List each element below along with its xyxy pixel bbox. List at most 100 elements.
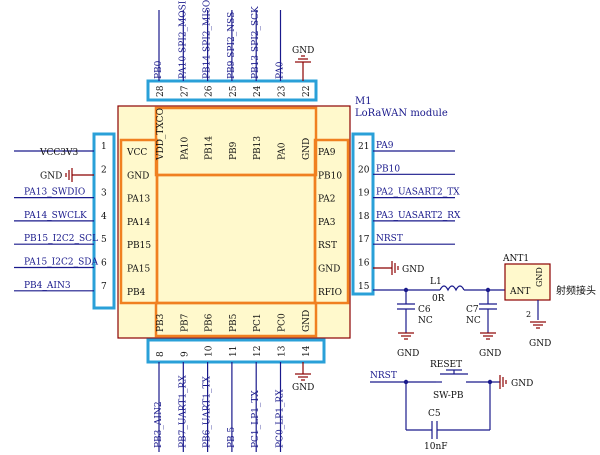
bottom-pin-name: GND xyxy=(302,310,312,332)
left-pin-name: PA13 xyxy=(127,195,150,205)
right-pin-name: RFIO xyxy=(318,288,342,298)
gnd-top-label: GND xyxy=(292,46,314,56)
right-pin-net: PA3_UASART2_RX xyxy=(376,211,461,221)
left-pin-net: PB4_AIN3 xyxy=(24,281,71,291)
ant1-pin2: 2 xyxy=(526,310,531,319)
top-pin-name: PA10 xyxy=(180,137,190,160)
left-pin-name: VCC xyxy=(126,148,147,158)
module-designator: M1 xyxy=(355,96,372,107)
right-pin-net: PA9 xyxy=(376,141,394,151)
bottom-pin-net: PB6_UART1_TX xyxy=(203,375,213,448)
c5-value: 10nF xyxy=(424,442,448,452)
bottom-pin-net: PB3_AIN2 xyxy=(154,401,164,448)
c6-gnd-label: GND xyxy=(397,349,419,359)
reset-switch-part: SW-PB xyxy=(433,391,464,401)
top-pin-name: VDD_TXCO xyxy=(156,108,166,161)
c7-ref: C7 xyxy=(466,305,479,315)
right-pin-number: 20 xyxy=(358,165,370,175)
right-pinnum-box xyxy=(351,132,375,296)
left-pin-number: 1 xyxy=(101,142,107,152)
top-pin-net: PA10 SPI2_MOSI xyxy=(178,0,188,79)
right-pin-number: 18 xyxy=(358,212,370,222)
ant1-body xyxy=(504,263,551,301)
bottom-pins-group: 8PB3PB3_AIN29PB7PB7_UART1_RX10PB6PB6_UAR… xyxy=(154,310,312,452)
bottom-pin-number: 12 xyxy=(253,346,263,357)
reset-gnd-label: GND xyxy=(511,379,533,389)
top-pin-name: PB9 xyxy=(229,141,239,160)
right-pin-name: GND xyxy=(318,265,340,275)
top-pin-name: PB14 xyxy=(205,136,215,160)
bottom-pin-name: PB5 xyxy=(229,313,239,332)
left-pin-number: 5 xyxy=(101,235,107,245)
ant1-pin-label: ANT xyxy=(509,287,530,297)
top-pin-net: PB0 xyxy=(154,60,164,79)
left-pin-net: PB15_I2C2_SCL xyxy=(24,234,98,244)
top-pin-net: PB14 SPI2_MISO xyxy=(203,0,213,79)
left-pin-number: 2 xyxy=(101,165,107,175)
top-pin-net: PB9 SPI2_NSS xyxy=(227,12,237,79)
c6-value: NC xyxy=(418,316,433,326)
c5-ref: C5 xyxy=(428,409,441,419)
bottom-pin-number: 11 xyxy=(229,346,239,357)
gnd-symbol-pin16: GND xyxy=(373,261,424,275)
top-pin-number: 27 xyxy=(180,85,190,97)
c7-gnd-label: GND xyxy=(479,349,501,359)
left-pin-net: PA14_SWCLK xyxy=(24,211,87,221)
right-pin-name: RST xyxy=(318,241,337,251)
l1-value: 0R xyxy=(432,294,445,304)
ant1-desc: 射频接头 xyxy=(556,284,596,297)
gnd-pin16-label: GND xyxy=(402,265,424,275)
left-pin-net: PA13_SWDIO xyxy=(24,188,85,198)
left-pin-number: 6 xyxy=(101,259,107,269)
right-pinname-box xyxy=(313,138,350,305)
top-pin-number: 24 xyxy=(253,85,263,97)
top-pin-net: PB13 SPI2_SCK xyxy=(251,6,261,79)
top-pin-number: 25 xyxy=(229,85,239,97)
top-pin-number: 23 xyxy=(278,85,288,97)
bottom-pin-number: 10 xyxy=(205,345,215,357)
inductor-l1 xyxy=(439,285,465,292)
module-name: LoRaWAN module xyxy=(355,108,448,119)
bottom-pin-net: PB7_UART1_RX xyxy=(178,375,188,448)
right-pin-net: PB10 xyxy=(376,164,400,174)
top-pin-name: PB13 xyxy=(253,136,263,160)
left-pin-number: 7 xyxy=(101,282,107,292)
bottom-pin-name: PB6 xyxy=(205,313,215,332)
ant1-ref: ANT1 xyxy=(502,254,529,264)
right-pin-number: 16 xyxy=(358,259,370,269)
bottom-pin-number: 14 xyxy=(302,345,312,357)
bottom-pin-number: 8 xyxy=(156,351,166,357)
bottom-pinnum-box xyxy=(146,338,326,364)
left-pin-name: PA15 xyxy=(127,265,150,275)
right-pin-name: PA3 xyxy=(318,218,336,228)
gnd-symbol-bottom: GND xyxy=(292,362,314,393)
l1-ref: L1 xyxy=(430,277,442,287)
right-pin-name: PB10 xyxy=(318,171,342,181)
bottom-pin-number: 9 xyxy=(180,351,190,357)
left-pin-net: PA15_I2C2_SDA xyxy=(24,258,98,268)
right-pin-name: PA9 xyxy=(318,148,336,158)
bottom-pin-net: PC0_LP1_RX xyxy=(276,389,286,448)
c6-ref: C6 xyxy=(418,305,431,315)
left-pin-number: 4 xyxy=(101,212,107,222)
bottom-pin-name: PB7 xyxy=(180,313,190,332)
left-pin-net: VCC3V3 xyxy=(39,148,78,158)
bottom-pin-net: PB 5 xyxy=(227,426,237,448)
ant1-gnd-label: GND xyxy=(535,267,544,287)
left-pin-name: PA14 xyxy=(127,218,150,228)
gnd-symbol-left xyxy=(65,168,94,182)
